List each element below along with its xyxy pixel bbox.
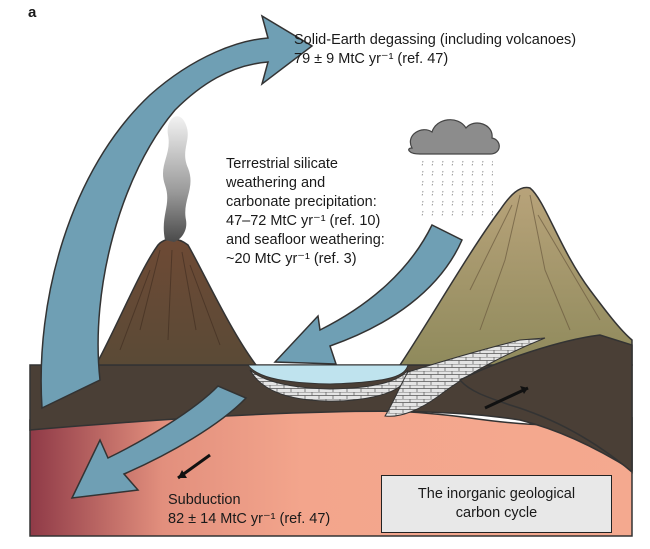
degassing-arrow: [40, 14, 314, 410]
degassing-label-line: Solid-Earth degassing (including volcano…: [294, 32, 577, 48]
weathering-label: Terrestrial silicate weathering and carb…: [226, 155, 385, 269]
seafloor-flux: ~20 MtC yr⁻¹ (ref. 3): [226, 251, 357, 267]
panel-label: a: [28, 4, 37, 21]
subduction-flux: 82 ± 14 MtC yr⁻¹ (ref. 47): [168, 511, 331, 527]
continental-crust: [458, 334, 633, 474]
degassing-label: Solid-Earth degassing (including volcano…: [294, 31, 576, 69]
subduction-label: Subduction 82 ± 14 MtC yr⁻¹ (ref. 47): [168, 491, 330, 529]
mountain-ridges: [469, 194, 601, 331]
ocean: [247, 364, 409, 385]
subduction-arrow: [70, 385, 248, 499]
weathering-line: weathering and: [226, 175, 326, 191]
volcano-ridges: [119, 249, 221, 351]
degassing-flux: 79 ± 9 MtC yr⁻¹ (ref. 47): [294, 51, 449, 67]
weathering-flux: 47–72 MtC yr⁻¹ (ref. 10): [226, 213, 381, 229]
weathering-line: carbonate precipitation:: [226, 194, 377, 210]
caption-line: carbon cycle: [455, 505, 538, 521]
volcanic-plume: [163, 116, 191, 242]
plate-motion-arrow: [484, 386, 529, 410]
cloud-icon: [408, 119, 500, 155]
caption-line: The inorganic geological: [417, 486, 576, 502]
caption-box: The inorganic geological carbon cycle: [381, 475, 612, 533]
weathering-line: Terrestrial silicate: [226, 156, 338, 172]
weathering-line: and seafloor weathering:: [226, 232, 385, 248]
weathering-arrow: [273, 223, 463, 365]
rain: [418, 156, 493, 216]
mountain: [398, 186, 633, 366]
subduction-title: Subduction: [168, 492, 241, 508]
